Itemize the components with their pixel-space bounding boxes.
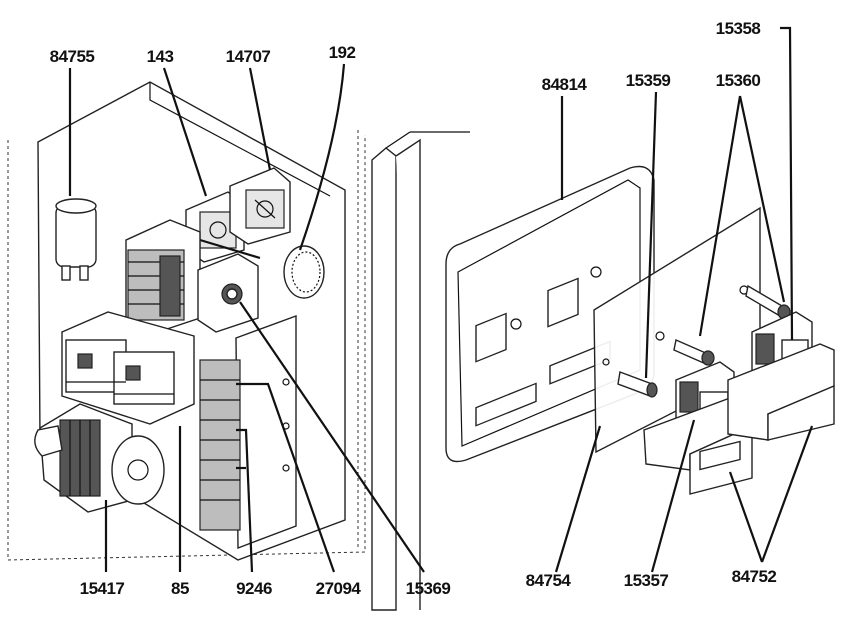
label-143: 143 [147,47,174,66]
label-14707: 14707 [226,47,271,66]
label-15359: 15359 [626,71,671,90]
timer-dial-192 [283,245,325,299]
label-84755: 84755 [50,47,95,66]
part-labels: 84755 143 14707 192 84814 15359 15360 15… [50,19,777,598]
enclosure-outline [7,135,366,561]
indicator-lamps [617,284,791,398]
control-box-assembly [7,81,366,561]
switch-bezels [643,343,835,495]
capacitor [55,198,97,281]
door-panel [371,131,470,611]
timer-motor [34,403,165,513]
lamp-15360-b [745,284,791,320]
label-15358: 15358 [716,19,761,38]
label-15417: 15417 [80,579,125,598]
thermostat-14707 [229,167,291,245]
circuit-board [199,314,297,550]
lamp-15360-a [673,339,715,366]
leader-lines [68,26,814,573]
label-192: 192 [329,43,356,62]
label-85: 85 [171,579,189,598]
label-15369: 15369 [406,579,451,598]
terminal-block [125,219,201,335]
label-15360: 15360 [716,71,761,90]
label-9246: 9246 [236,579,272,598]
contactor-block [61,311,195,425]
label-15357: 15357 [624,571,669,590]
selector-switch [197,253,259,333]
lamp-15359 [617,371,658,398]
label-84814: 84814 [542,75,588,94]
label-84752: 84752 [732,567,777,586]
label-84754: 84754 [526,571,572,590]
label-27094: 27094 [316,579,362,598]
